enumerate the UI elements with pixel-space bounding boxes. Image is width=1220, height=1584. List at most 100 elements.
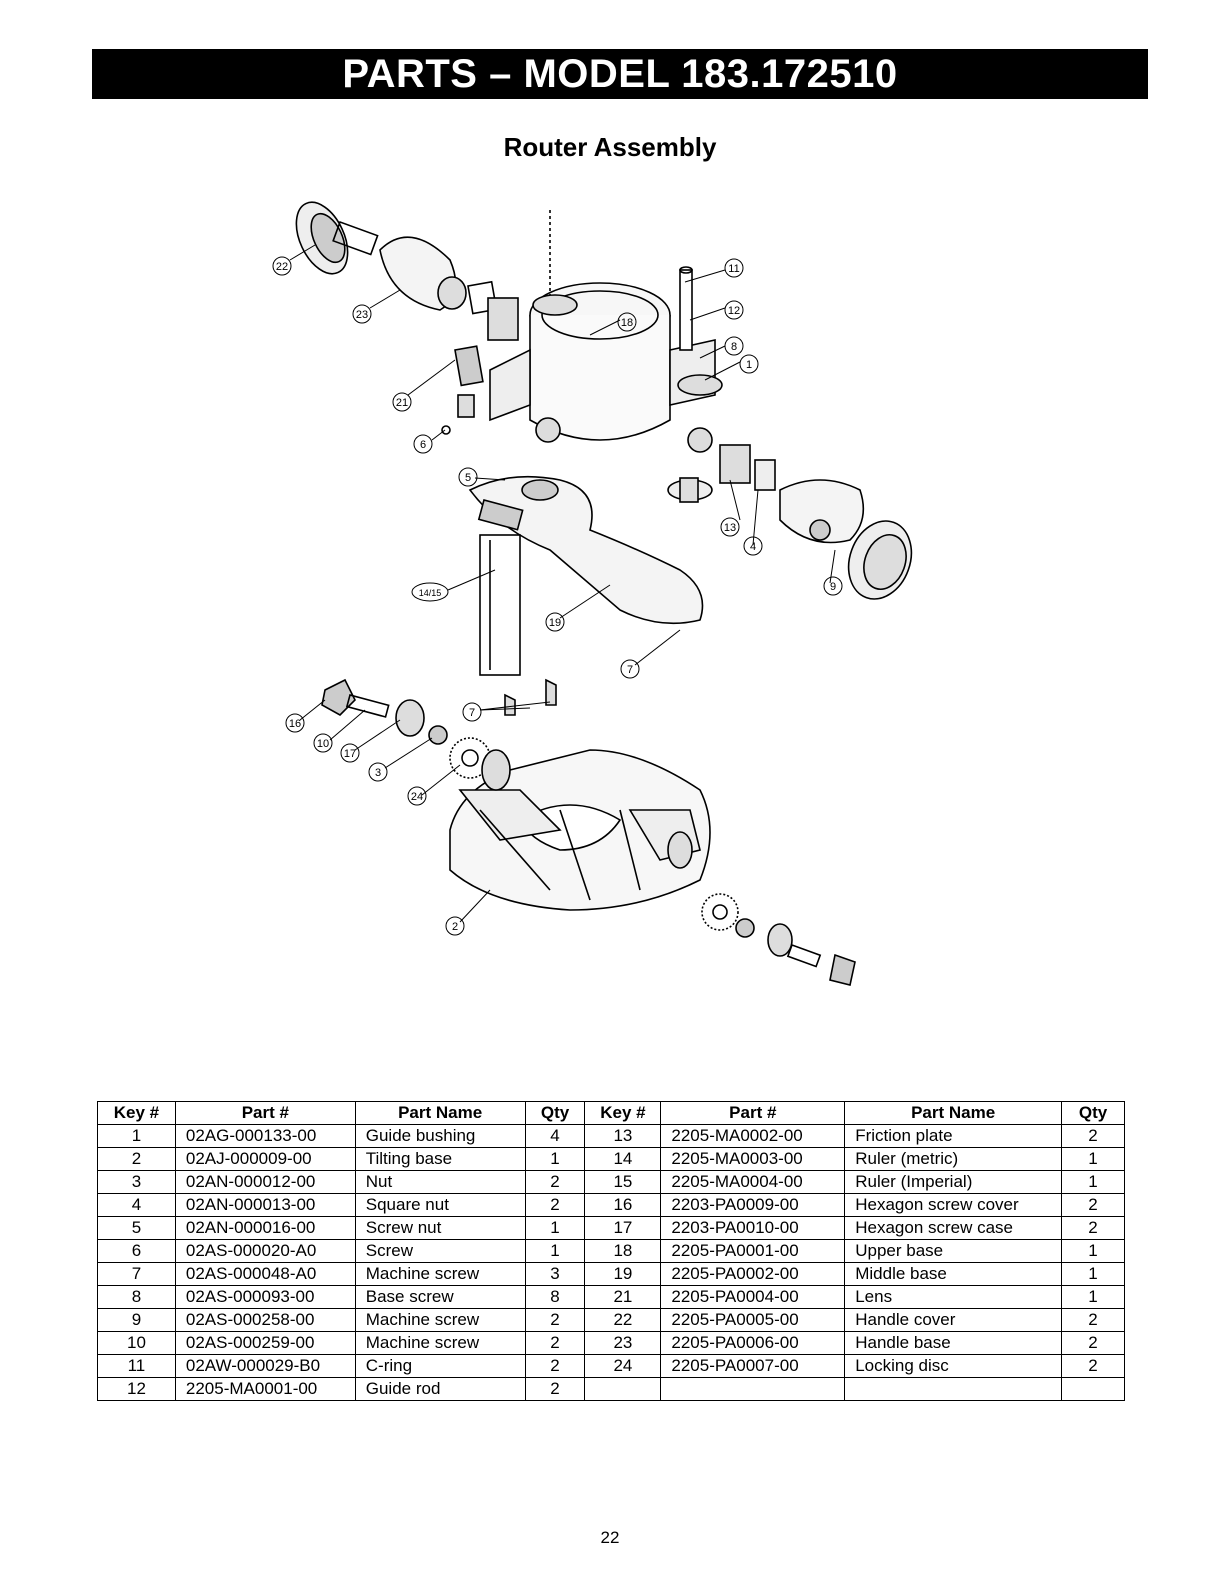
table-cell: Guide rod — [354, 1377, 526, 1401]
table-cell: Tilting base — [354, 1147, 526, 1171]
lens — [441, 345, 484, 435]
table-cell: 2205-PA0006-00 — [660, 1331, 846, 1355]
callout-14-15: 14/15 — [411, 582, 449, 602]
callout-12: 12 — [724, 300, 744, 320]
svg-text:9: 9 — [830, 581, 836, 593]
table-cell: Hexagon screw cover — [844, 1193, 1063, 1217]
table-cell: 1 — [1061, 1239, 1125, 1263]
table-cell: 2203-PA0010-00 — [660, 1216, 846, 1240]
table-cell: Ruler (metric) — [844, 1147, 1063, 1171]
table-cell: Middle base — [844, 1262, 1063, 1286]
table-cell: 15 — [584, 1170, 662, 1194]
table-cell: 1 — [97, 1124, 176, 1148]
table-cell: 4 — [97, 1193, 176, 1217]
table-cell: 5 — [97, 1216, 176, 1240]
table-cell: 14 — [584, 1147, 662, 1171]
locking-hardware-right — [701, 893, 856, 986]
table-header-row: Key # Part # Part Name Qty Key # Part # … — [97, 1101, 1125, 1125]
table-cell: 2205-MA0001-00 — [174, 1377, 356, 1401]
table-cell: 2 — [1061, 1308, 1125, 1332]
svg-text:6: 6 — [420, 439, 426, 451]
table-cell: 10 — [97, 1331, 176, 1355]
table-cell: 2 — [1061, 1193, 1125, 1217]
table-cell: Locking disc — [844, 1354, 1063, 1378]
table-cell: 13 — [584, 1124, 662, 1148]
callout-17: 17 — [340, 743, 360, 763]
table-cell: 2 — [524, 1331, 586, 1355]
col-header-key: Key # — [97, 1101, 176, 1125]
table-cell: 1 — [1061, 1170, 1125, 1194]
svg-text:23: 23 — [356, 309, 368, 321]
table-cell: Friction plate — [844, 1124, 1063, 1148]
table-cell: 1 — [1061, 1147, 1125, 1171]
col-header-part-number: Part # — [174, 1101, 356, 1125]
table-cell: 2205-PA0004-00 — [660, 1285, 846, 1309]
table-cell: 02AJ-000009-00 — [174, 1147, 356, 1171]
col-header-part-name: Part Name — [844, 1101, 1063, 1125]
svg-text:10: 10 — [317, 738, 329, 750]
page-title: PARTS – MODEL 183.172510 — [92, 49, 1148, 99]
svg-text:17: 17 — [344, 748, 356, 760]
svg-text:1: 1 — [746, 359, 752, 371]
table-cell: 2 — [524, 1377, 586, 1401]
table-cell: 7 — [97, 1262, 176, 1286]
callout-24: 24 — [407, 786, 427, 806]
table-cell: 3 — [524, 1262, 586, 1286]
table-cell: 2205-PA0007-00 — [660, 1354, 846, 1378]
callout-6: 6 — [413, 434, 433, 454]
table-cell: 22 — [584, 1308, 662, 1332]
callout-13: 13 — [720, 517, 740, 537]
callout-9: 9 — [823, 576, 843, 596]
locking-hardware-left — [321, 678, 557, 779]
callout-4: 4 — [743, 536, 763, 556]
callout-5: 5 — [458, 467, 478, 487]
svg-text:3: 3 — [375, 767, 381, 779]
table-cell: 19 — [584, 1262, 662, 1286]
table-cell: 2 — [524, 1308, 586, 1332]
callout-3: 3 — [368, 762, 388, 782]
table-cell: Hexagon screw case — [844, 1216, 1063, 1240]
table-cell: 2 — [1061, 1124, 1125, 1148]
callout-22: 22 — [272, 256, 292, 276]
table-cell: Machine screw — [354, 1308, 526, 1332]
table-cell: 1 — [1061, 1262, 1125, 1286]
middle-base — [468, 444, 776, 676]
table-cell: 2 — [1061, 1354, 1125, 1378]
table-cell: 11 — [97, 1354, 176, 1378]
table-cell: 1 — [524, 1239, 586, 1263]
callout-23: 23 — [352, 304, 372, 324]
table-cell: 02AS-000048-A0 — [174, 1262, 356, 1286]
svg-text:2: 2 — [452, 921, 458, 933]
callout-7a: 7 — [620, 659, 640, 679]
table-cell: 2 — [524, 1354, 586, 1378]
table-cell: 17 — [584, 1216, 662, 1240]
svg-text:18: 18 — [621, 317, 633, 329]
table-cell: 2205-MA0003-00 — [660, 1147, 846, 1171]
svg-text:7: 7 — [627, 664, 633, 676]
table-cell: 2 — [97, 1147, 176, 1171]
table-cell: Lens — [844, 1285, 1063, 1309]
callout-21: 21 — [392, 392, 412, 412]
table-cell: 02AS-000259-00 — [174, 1331, 356, 1355]
table-cell: 2 — [1061, 1216, 1125, 1240]
table-cell: Handle base — [844, 1331, 1063, 1355]
table-cell: Square nut — [354, 1193, 526, 1217]
table-cell: 24 — [584, 1354, 662, 1378]
table-cell: 3 — [97, 1170, 176, 1194]
table-cell — [660, 1377, 846, 1401]
col-header-qty: Qty — [1061, 1101, 1125, 1125]
table-cell: 2205-PA0005-00 — [660, 1308, 846, 1332]
parts-table: Key # Part # Part Name Qty Key # Part # … — [97, 1101, 1125, 1401]
callout-11: 11 — [724, 258, 744, 278]
callout-1: 1 — [739, 354, 759, 374]
table-cell: 1 — [524, 1216, 586, 1240]
